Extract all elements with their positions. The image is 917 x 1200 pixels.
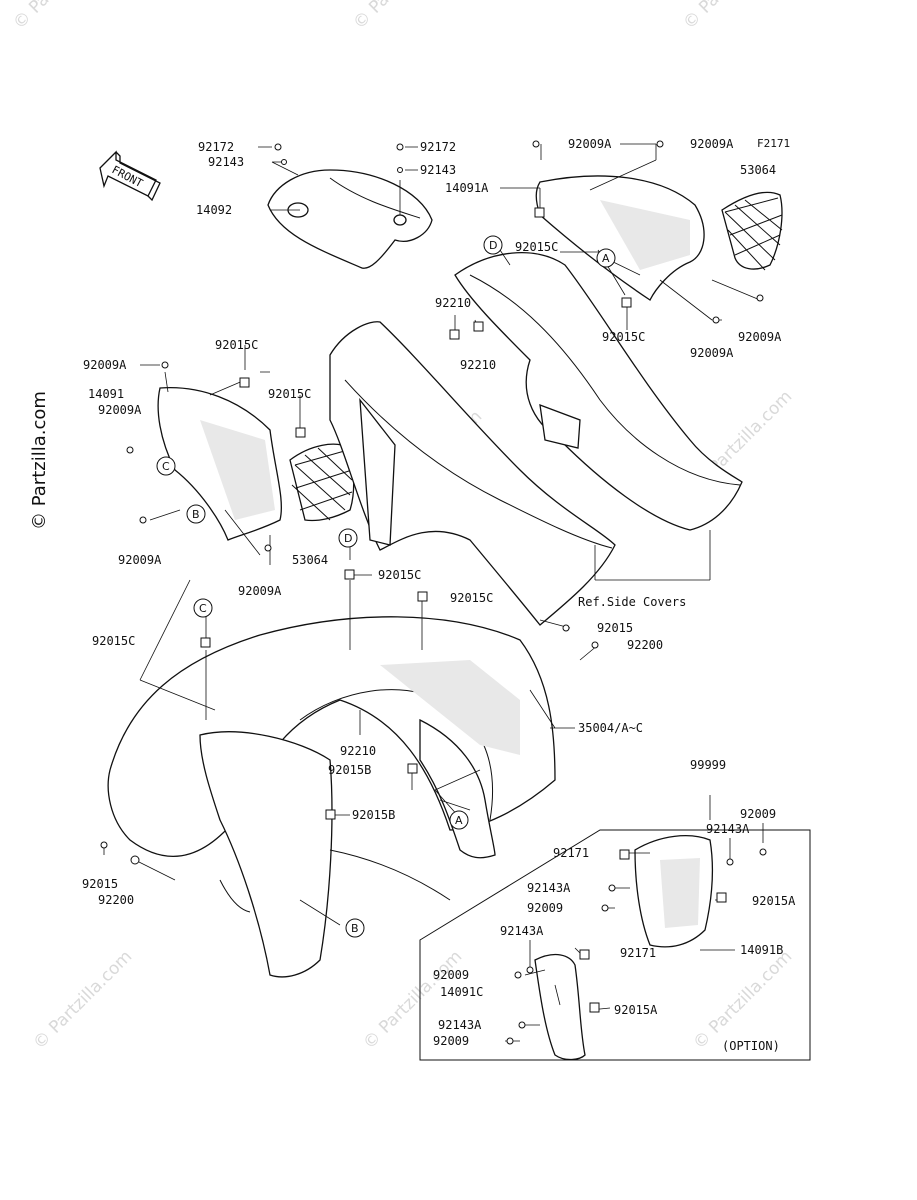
label-92015B-b: 92015B bbox=[352, 808, 395, 822]
label-92015C-d: 92015C bbox=[515, 240, 558, 254]
label-92172-a: 92172 bbox=[198, 140, 234, 154]
callout-a-top: A bbox=[596, 248, 616, 268]
label-92009A-right2: 92009A bbox=[690, 346, 734, 360]
label-35004: 35004/A~C bbox=[578, 721, 643, 735]
svg-text:B: B bbox=[351, 922, 359, 935]
watermark-8: © Partzilla.com bbox=[689, 947, 796, 1054]
label-92143-b: 92143 bbox=[420, 163, 456, 177]
label-92009A-left3: 92009A bbox=[118, 553, 162, 567]
label-92015A-opt2: 92015A bbox=[614, 1003, 658, 1017]
label-92015C-center2: 92015C bbox=[450, 591, 493, 605]
watermark-3: © Partzilla.com bbox=[679, 0, 786, 34]
svg-text:A: A bbox=[602, 252, 610, 265]
part-35004-rear-fender bbox=[107, 616, 556, 978]
part-front-fender-center bbox=[454, 252, 743, 531]
label-99999: 99999 bbox=[690, 758, 726, 772]
svg-text:C: C bbox=[199, 602, 207, 615]
watermark-6: © Partzilla.com bbox=[29, 947, 136, 1054]
part-front-fender-main bbox=[329, 321, 616, 626]
callout-c-mid: C bbox=[193, 598, 213, 618]
label-92143A-opt2: 92143A bbox=[527, 881, 571, 895]
label-14091B: 14091B bbox=[740, 943, 783, 957]
label-92009A-top2: 92009A bbox=[690, 137, 734, 151]
label-92200-a: 92200 bbox=[627, 638, 663, 652]
label-92210-a: 92210 bbox=[435, 296, 471, 310]
callout-b-left: B bbox=[186, 504, 206, 524]
label-92143A-opt4: 92143A bbox=[438, 1018, 482, 1032]
svg-text:D: D bbox=[489, 239, 497, 252]
label-92172-b: 92172 bbox=[420, 140, 456, 154]
label-92015-b: 92015 bbox=[82, 877, 118, 891]
svg-text:C: C bbox=[162, 460, 170, 473]
label-92171-opt1: 92171 bbox=[553, 846, 589, 860]
label-92009A-left2: 92009A bbox=[98, 403, 142, 417]
label-53064-b: 53064 bbox=[292, 553, 328, 567]
label-14091C: 14091C bbox=[440, 985, 483, 999]
callout-d-top: D bbox=[483, 235, 503, 255]
option-label: (OPTION) bbox=[722, 1039, 780, 1053]
svg-text:A: A bbox=[455, 814, 463, 827]
label-92015: 92015 bbox=[597, 621, 633, 635]
label-92009-opt1: 92009 bbox=[740, 807, 776, 821]
part-14091C-option-panel bbox=[534, 953, 586, 1061]
label-92009-opt4: 92009 bbox=[433, 1034, 469, 1048]
label-92143-a: 92143 bbox=[208, 155, 244, 169]
label-92009-opt2: 92009 bbox=[527, 901, 563, 915]
svg-text:D: D bbox=[344, 532, 352, 545]
label-92009A-right1: 92009A bbox=[738, 330, 782, 344]
label-14091: 14091 bbox=[88, 387, 124, 401]
fasteners bbox=[100, 140, 767, 1045]
label-92009A-left4: 92009A bbox=[238, 584, 282, 598]
label-92015C-center1: 92015C bbox=[378, 568, 421, 582]
label-92210-b: 92210 bbox=[460, 358, 496, 372]
watermark-vertical: © Partzilla.com bbox=[29, 391, 50, 530]
part-14091-side-panel-left bbox=[157, 386, 355, 541]
callout-a-bottom: A bbox=[449, 810, 469, 830]
label-92171-opt2: 92171 bbox=[620, 946, 656, 960]
front-arrow: FRONT bbox=[99, 150, 161, 202]
ref-side-covers-note: Ref.Side Covers bbox=[578, 595, 686, 609]
label-92210-c: 92210 bbox=[340, 744, 376, 758]
label-92015A-opt1: 92015A bbox=[752, 894, 796, 908]
callout-b-bottom: B bbox=[345, 918, 365, 938]
label-92015C-center3: 92015C bbox=[92, 634, 135, 648]
label-92015C-mid: 92015C bbox=[602, 330, 645, 344]
part-14091A-side-cover-right bbox=[535, 175, 783, 301]
label-53064-a: 53064 bbox=[740, 163, 776, 177]
part-labels: 92172 92143 14092 92172 92143 92009A 920… bbox=[82, 137, 796, 1053]
callout-d-mid: D bbox=[338, 528, 358, 548]
label-14091A: 14091A bbox=[445, 181, 489, 195]
label-92143A-opt3: 92143A bbox=[500, 924, 544, 938]
label-92009-opt3: 92009 bbox=[433, 968, 469, 982]
figure-code: F2171 bbox=[757, 137, 790, 150]
part-14091B-option-panel bbox=[634, 835, 714, 948]
watermark-1: © Partzilla.com bbox=[9, 0, 116, 34]
part-14092-cover bbox=[267, 169, 433, 269]
watermark-2: © Partzilla.com bbox=[349, 0, 456, 34]
label-92015C-left1: 92015C bbox=[215, 338, 258, 352]
svg-text:B: B bbox=[192, 508, 200, 521]
label-92015C-left2: 92015C bbox=[268, 387, 311, 401]
option-box bbox=[419, 829, 811, 1061]
label-14092: 14092 bbox=[196, 203, 232, 217]
label-92143A-opt1: 92143A bbox=[706, 822, 750, 836]
callout-c-left: C bbox=[156, 456, 176, 476]
label-92009A-top1: 92009A bbox=[568, 137, 612, 151]
label-92200-b: 92200 bbox=[98, 893, 134, 907]
label-92009A-left1: 92009A bbox=[83, 358, 127, 372]
label-92015B-a: 92015B bbox=[328, 763, 371, 777]
